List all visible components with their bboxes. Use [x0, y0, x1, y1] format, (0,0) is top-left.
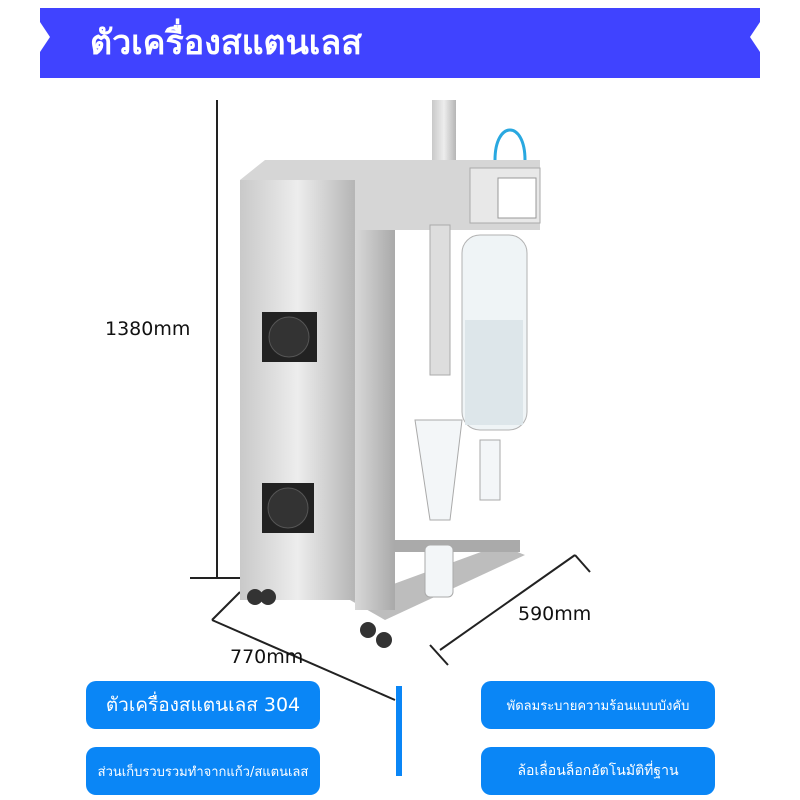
- height-label: 1380mm: [105, 318, 191, 340]
- width-label: 770mm: [230, 646, 304, 668]
- width-dimension-line: [211, 591, 396, 701]
- feature-badge-forced-cooling: พัดลมระบายความร้อนแบบบังคับ: [481, 681, 715, 729]
- feature-badge-collector: ส่วนเก็บรวบรวมทำจากแก้ว/สแตนเลส: [86, 747, 320, 795]
- divider: [396, 686, 402, 776]
- banner-notch-left: [40, 22, 50, 52]
- height-dimension-line: [190, 100, 240, 579]
- feature-badge-stainless-body: ตัวเครื่องสแตนเลส 304: [86, 681, 320, 729]
- banner-notch-right: [750, 22, 760, 52]
- feature-badge-locking-casters: ล้อเลื่อนล็อกอัตโนมัติที่ฐาน: [481, 747, 715, 795]
- page-title: ตัวเครื่องสแตนเลส: [90, 23, 363, 63]
- fan-icon: [262, 483, 314, 533]
- fan-icon: [262, 312, 317, 362]
- depth-dimension-line: [429, 554, 591, 666]
- title-banner: [40, 8, 760, 78]
- depth-label: 590mm: [518, 603, 592, 625]
